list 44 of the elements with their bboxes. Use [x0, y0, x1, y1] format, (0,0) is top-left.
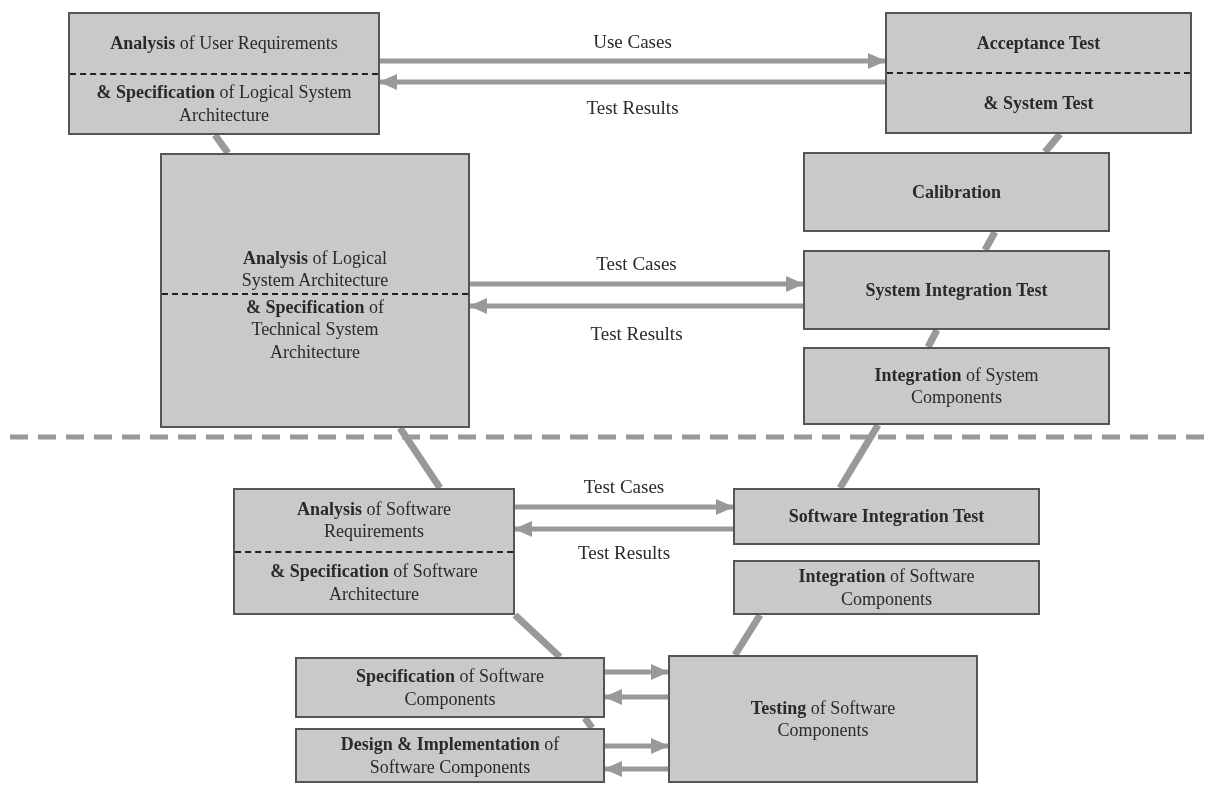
box-text: Acceptance Test [976, 31, 1101, 55]
box-text: Testing of Software Components [749, 696, 897, 742]
arrow [604, 689, 668, 705]
box-text: & Specification of Software Architecture [269, 560, 479, 606]
process-box [803, 250, 1110, 330]
process-box [803, 347, 1110, 425]
connector-line [512, 612, 563, 660]
connector-line [981, 230, 999, 252]
arrow [470, 276, 804, 292]
box-text: Analysis of User Requirements [110, 32, 338, 55]
arrow [380, 53, 886, 69]
box-text: System Integration Test [865, 278, 1048, 302]
arrow [379, 74, 885, 90]
process-box [733, 560, 1040, 615]
connector-line [732, 613, 763, 657]
arrow [514, 521, 733, 537]
connector-line [837, 423, 881, 490]
connector-line [924, 328, 941, 349]
box-text: Specification of Software Components [355, 665, 545, 710]
box-text: Analysis of Software Requirements [296, 497, 452, 543]
box-text: Design & Implementation of Software Components [339, 733, 561, 778]
process-box [68, 12, 380, 135]
arrow [515, 499, 734, 515]
box-text: Calibration [912, 180, 1001, 204]
box-text: Integration of System Components [873, 363, 1040, 409]
box-text: Integration of Software Components [797, 565, 976, 610]
arrow [605, 738, 669, 754]
process-box [295, 657, 605, 718]
arrow [469, 298, 803, 314]
process-box [668, 655, 978, 783]
process-box [233, 488, 515, 615]
connector-line [397, 426, 443, 490]
arrow [605, 664, 669, 680]
arrow [604, 761, 668, 777]
process-box [885, 12, 1192, 134]
process-box [160, 153, 470, 428]
process-box [295, 728, 605, 783]
box-text: & Specification of Logical System Architecture [95, 81, 353, 127]
process-box [803, 152, 1110, 232]
box-text: & Specification of Technical System Architecture [245, 295, 385, 364]
process-box [733, 488, 1040, 545]
box-text: & System Test [983, 91, 1094, 115]
connector-line [582, 716, 595, 730]
box-text: Software Integration Test [788, 505, 985, 528]
